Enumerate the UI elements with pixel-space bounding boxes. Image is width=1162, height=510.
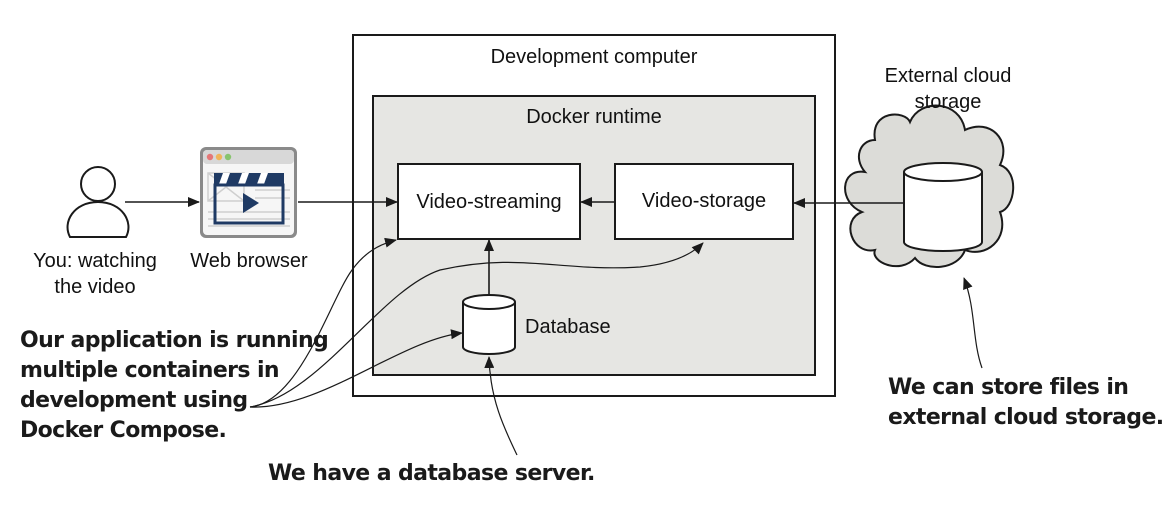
cloud-annotation-line1: We can store files in [888,375,1128,400]
docker-runtime-label: Docker runtime [526,106,662,128]
development-computer-label: Development computer [491,46,698,68]
cloud-label-line2: storage [915,91,982,113]
compose-annotation-line3: development using [20,388,248,413]
video-streaming-label: Video-streaming [416,191,561,213]
user-icon [66,166,130,238]
video-storage-label: Video-storage [642,190,766,212]
database-cylinder-icon [462,294,516,355]
cloud-storage-icon [844,104,1015,269]
web-browser-icon [200,147,297,238]
compose-annotation-line2: multiple containers in [20,358,279,383]
video-storage-container[interactable]: Video-storage [614,163,794,240]
compose-to-storage-curve [249,242,704,408]
cloud-database-cylinder-icon [903,162,983,252]
cloud-annotation-arrow [963,277,983,369]
compose-annotation-line1: Our application is running [20,328,328,353]
video-streaming-container[interactable]: Video-streaming [397,163,581,240]
cloud-annotation: We can store files in external cloud sto… [888,375,1162,430]
compose-to-streaming-curve [249,237,397,408]
user-label-line2: the video [54,276,135,298]
cloud-annotation-line2: external cloud storage. [888,405,1162,430]
database-annotation: We have a database server. [268,461,595,486]
web-browser-label: Web browser [190,250,308,272]
database-container[interactable]: Database [462,294,611,355]
db-annotation-arrow [484,356,518,456]
compose-annotation-line4: Docker Compose. [20,418,226,443]
compose-annotation: Our application is running multiple cont… [20,328,329,443]
user-label-line1: You: watching [33,250,157,272]
cloud-label-line1: External cloud [885,65,1012,87]
database-label: Database [525,316,611,338]
video-clapper-icon [213,173,285,225]
compose-to-database-curve [249,329,463,408]
